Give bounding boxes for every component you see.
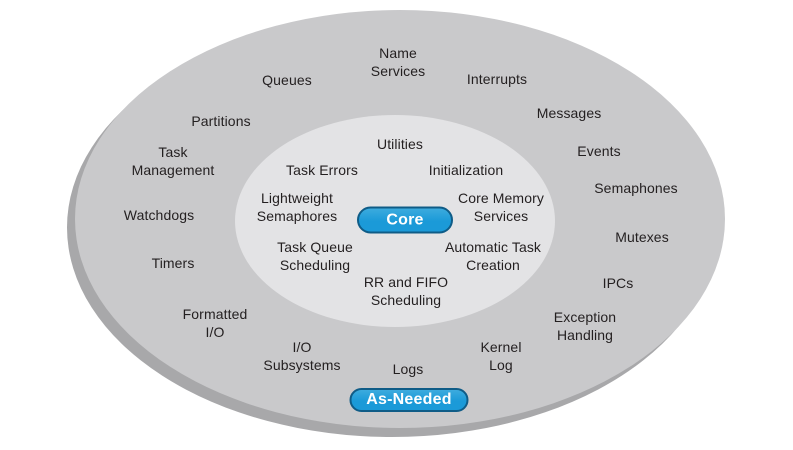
core-badge: Core bbox=[357, 206, 453, 234]
label-kernel-log: Kernel Log bbox=[480, 339, 522, 373]
label-automatic-task-creation: Automatic Task Creation bbox=[444, 239, 542, 273]
label-io-subsystems: I/O Subsystems bbox=[263, 339, 341, 373]
label-events: Events bbox=[577, 143, 621, 159]
label-mutexes: Mutexes bbox=[615, 229, 669, 245]
label-interrupts: Interrupts bbox=[466, 71, 528, 87]
label-task-management: Task Management bbox=[131, 144, 215, 178]
label-watchdogs: Watchdogs bbox=[123, 207, 195, 223]
label-name-services: Name Services bbox=[370, 45, 426, 79]
label-formatted-io: Formatted I/O bbox=[182, 306, 248, 340]
label-logs: Logs bbox=[392, 361, 424, 377]
label-partitions: Partitions bbox=[191, 113, 251, 129]
label-ipcs: IPCs bbox=[602, 275, 634, 291]
label-messages: Messages bbox=[536, 105, 602, 121]
label-rr-fifo-scheduling: RR and FIFO Scheduling bbox=[363, 274, 449, 308]
label-core-memory-services: Core Memory Services bbox=[458, 190, 544, 224]
label-initialization: Initialization bbox=[428, 162, 504, 178]
as-needed-badge: As-Needed bbox=[349, 388, 469, 412]
label-task-queue-scheduling: Task Queue Scheduling bbox=[277, 239, 353, 273]
label-utilities: Utilities bbox=[376, 136, 424, 152]
label-lightweight-semaphores: Lightweight Semaphores bbox=[256, 190, 338, 224]
label-exception-handling: Exception Handling bbox=[553, 309, 617, 343]
label-timers: Timers bbox=[151, 255, 195, 271]
label-queues: Queues bbox=[262, 72, 312, 88]
label-semaphones: Semaphones bbox=[594, 180, 678, 196]
label-task-errors: Task Errors bbox=[286, 162, 358, 178]
